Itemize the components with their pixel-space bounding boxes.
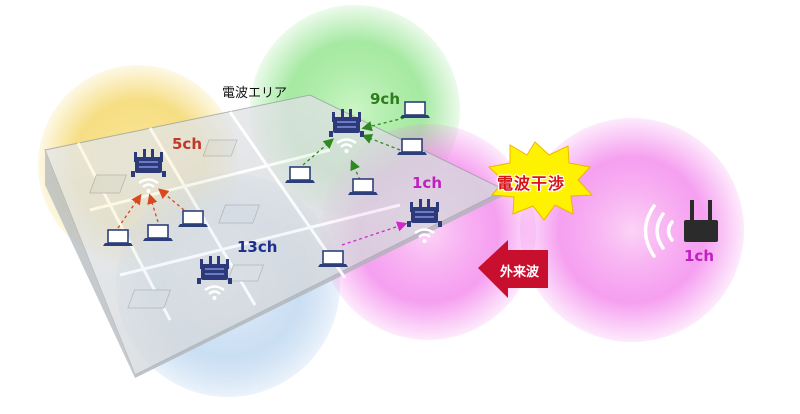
area-title: 電波エリア xyxy=(222,86,288,101)
arrow-left-icon xyxy=(478,240,548,298)
channel-label-9ch: 9ch xyxy=(370,90,401,108)
signal-arrow-laptop3-5ch xyxy=(158,188,185,211)
external-wave-label: 外来波 xyxy=(500,265,540,280)
signal-arrow-laptop2-5ch xyxy=(147,193,159,223)
laptop-icon xyxy=(317,250,349,268)
channel-label-5ch: 5ch xyxy=(172,135,203,153)
laptop-icon xyxy=(102,229,134,247)
router-icon xyxy=(684,200,718,242)
laptop-icon xyxy=(347,178,379,196)
channel-label-1ch: 1ch xyxy=(412,174,443,192)
laptop-icon xyxy=(142,224,174,242)
interference-burst-icon xyxy=(487,141,594,221)
signal-arrow-laptop6-9ch xyxy=(361,133,401,151)
signal-arrow-laptop1-5ch xyxy=(117,193,142,229)
channel-label-external: 1ch xyxy=(684,247,715,265)
signal-arrow-laptop8-1ch xyxy=(341,221,408,246)
wifi-waves-icon xyxy=(643,204,674,258)
laptop-icon xyxy=(399,101,431,119)
signal-arrow-laptop5-9ch xyxy=(361,117,405,132)
laptop-icon xyxy=(177,210,209,228)
laptop-icon xyxy=(284,166,316,184)
signal-arrow-laptop4-9ch xyxy=(302,138,334,166)
laptop-icon xyxy=(396,138,428,156)
channel-label-13ch: 13ch xyxy=(237,238,278,256)
interference-label: 電波干渉 xyxy=(497,174,566,193)
